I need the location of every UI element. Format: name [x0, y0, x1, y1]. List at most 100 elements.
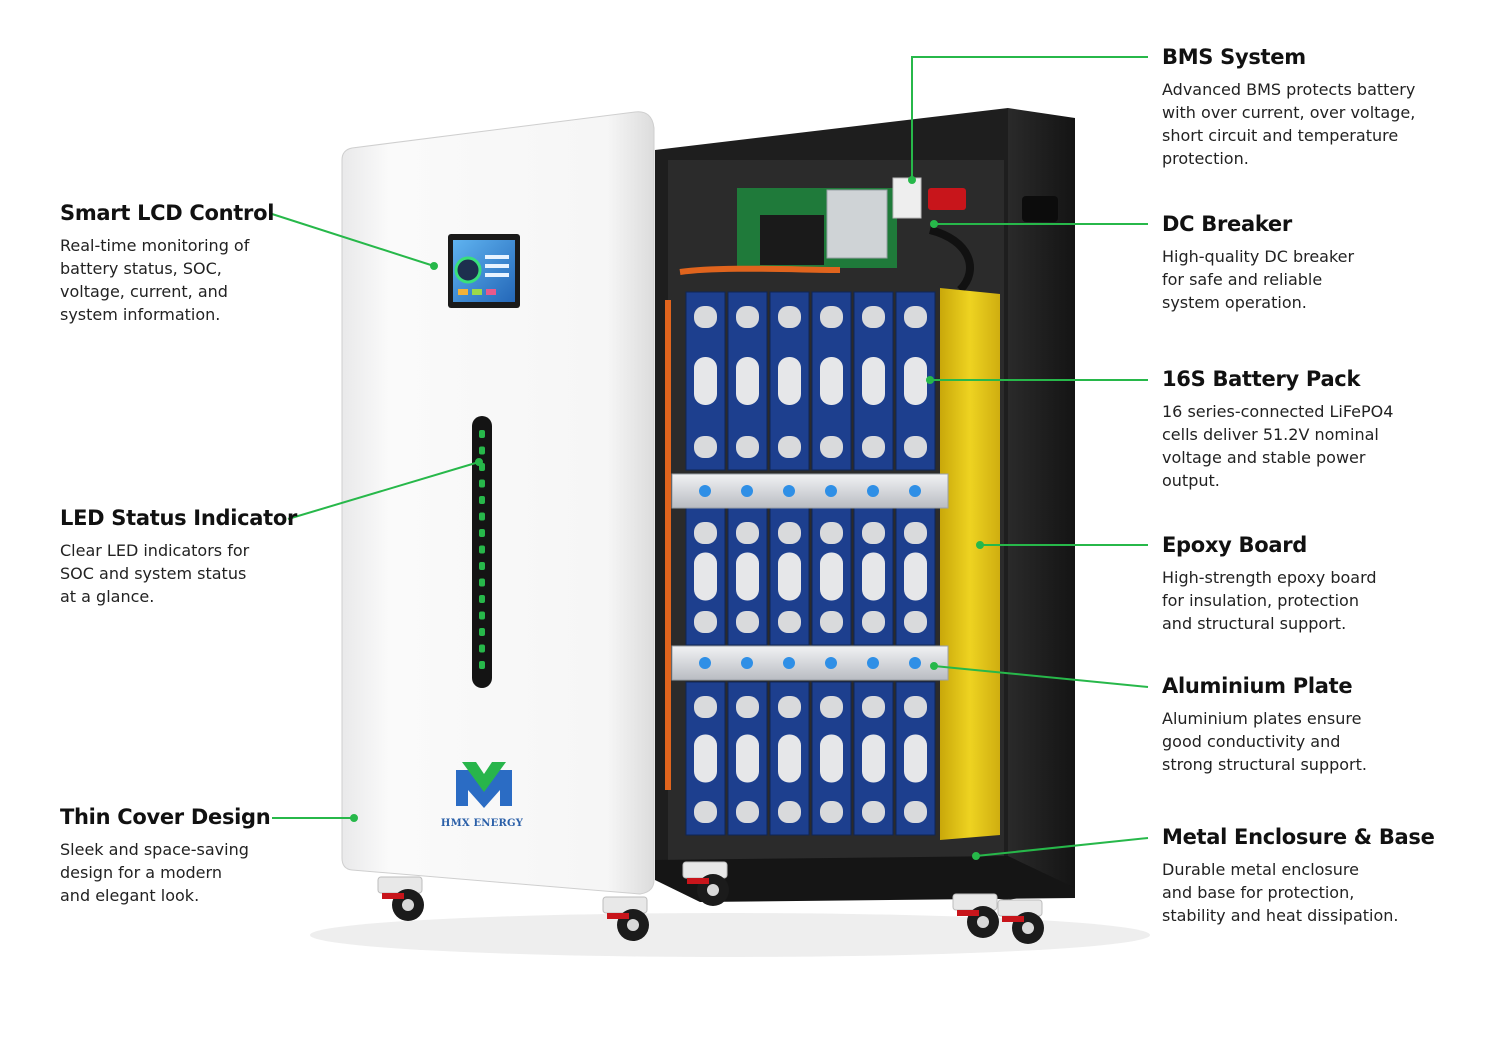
plate-bolt: [825, 485, 837, 497]
led-dot: [479, 446, 485, 455]
caster-mount: [997, 899, 1043, 917]
led-dot: [479, 529, 485, 537]
cell-terminal: [862, 611, 885, 633]
led-dot: [479, 496, 485, 504]
led-dot: [479, 512, 485, 521]
callout-title: BMS System: [1162, 45, 1306, 69]
callout-desc: Real-time monitoring of battery status, …: [60, 236, 250, 324]
caster-brake: [1002, 916, 1024, 922]
caster-mount: [952, 893, 998, 911]
cell-terminal: [862, 696, 885, 718]
cell-busbar: [778, 734, 801, 783]
plate-bolt: [867, 485, 879, 497]
cell-terminal: [778, 306, 801, 328]
callout-title: Metal Enclosure & Base: [1162, 825, 1435, 849]
cell-terminal: [862, 522, 885, 544]
cell-terminal: [778, 696, 801, 718]
plate-bolt: [825, 657, 837, 669]
led-dot: [479, 479, 485, 488]
plate-bolt: [741, 485, 753, 497]
caster-hub: [1022, 922, 1034, 934]
cell-terminal: [736, 611, 759, 633]
led-dot: [479, 545, 485, 554]
cell-busbar: [820, 734, 843, 783]
cell-terminal: [862, 306, 885, 328]
callout-bms: BMS System Advanced BMS protects battery…: [1162, 45, 1462, 170]
cell-busbar: [820, 357, 843, 405]
cell-terminal: [904, 611, 927, 633]
cell-busbar: [862, 734, 885, 783]
caster-brake: [957, 910, 979, 916]
led-dot: [479, 430, 485, 438]
callout-title: DC Breaker: [1162, 212, 1292, 236]
plate-bolt: [909, 485, 921, 497]
cell-terminal: [904, 306, 927, 328]
plate-bolt: [699, 657, 711, 669]
cell-terminal: [778, 436, 801, 458]
callout-desc: Advanced BMS protects battery with over …: [1162, 80, 1416, 168]
battery-cells: [685, 291, 936, 836]
front-cover: [341, 111, 655, 895]
orange-cable: [665, 265, 841, 790]
callout-title: Aluminium Plate: [1162, 674, 1353, 698]
cell-busbar: [778, 357, 801, 405]
cell-busbar: [904, 552, 927, 601]
led-dot: [479, 578, 485, 587]
enclosure-base: [655, 856, 1075, 902]
cell-terminal: [820, 801, 843, 823]
cell-terminal: [694, 696, 717, 718]
callout-smart-lcd: Smart LCD Control Real-time monitoring o…: [60, 201, 300, 326]
cell-busbar: [736, 552, 759, 601]
cell-busbar: [904, 357, 927, 405]
caster-brake: [607, 913, 629, 919]
brand-logo-text: HMX ENERGY: [440, 818, 524, 829]
callout-desc: High-quality DC breaker for safe and rel…: [1162, 247, 1355, 312]
leader-lines: [271, 56, 1149, 860]
callout-enclosure: Metal Enclosure & Base Durable metal enc…: [1162, 825, 1462, 927]
callout-title: 16S Battery Pack: [1162, 367, 1361, 391]
cell-terminal: [736, 522, 759, 544]
led-dot: [479, 611, 485, 620]
cell-busbar: [862, 552, 885, 601]
callout-title: Epoxy Board: [1162, 533, 1308, 557]
hmx-logo-mark: [456, 762, 512, 808]
callout-dc-breaker: DC Breaker High-quality DC breaker for s…: [1162, 212, 1462, 314]
callout-title: LED Status Indicator: [60, 506, 298, 530]
cell-terminal: [694, 522, 717, 544]
plate-bolt: [909, 657, 921, 669]
cell-terminal: [820, 436, 843, 458]
cell-terminal: [778, 611, 801, 633]
caster-mount: [602, 896, 648, 914]
caster-hub: [707, 884, 719, 896]
plate-bolt: [699, 485, 711, 497]
aluminium-plate: [671, 645, 949, 681]
cell-terminal: [778, 522, 801, 544]
cell-terminal: [736, 306, 759, 328]
cell-busbar: [820, 552, 843, 601]
callout-desc: High-strength epoxy board for insulation…: [1162, 568, 1377, 633]
callout-thin-cover: Thin Cover Design Sleek and space-saving…: [60, 805, 300, 907]
enclosure-side-panel: [1008, 108, 1075, 900]
callout-desc: Aluminium plates ensure good conductivit…: [1162, 709, 1367, 774]
cell-terminal: [694, 801, 717, 823]
callout-desc: 16 series-connected LiFePO4 cells delive…: [1162, 402, 1394, 490]
cell-busbar: [694, 734, 717, 783]
cell-terminal: [736, 436, 759, 458]
callout-battery-pack: 16S Battery Pack 16 series-connected LiF…: [1162, 367, 1462, 492]
cell-terminal: [736, 696, 759, 718]
caster-brake: [382, 893, 404, 899]
cell-terminal: [694, 436, 717, 458]
cell-terminal: [820, 611, 843, 633]
caster-brake: [687, 878, 709, 884]
cell-busbar: [736, 357, 759, 405]
cell-busbar: [778, 552, 801, 601]
cell-terminal: [778, 801, 801, 823]
cell-busbar: [736, 734, 759, 783]
callout-title: Thin Cover Design: [60, 805, 271, 829]
caster-mount: [682, 861, 728, 879]
led-dot: [479, 562, 485, 570]
caster-wheels: [377, 861, 1044, 944]
callout-desc: Clear LED indicators for SOC and system …: [60, 541, 250, 606]
